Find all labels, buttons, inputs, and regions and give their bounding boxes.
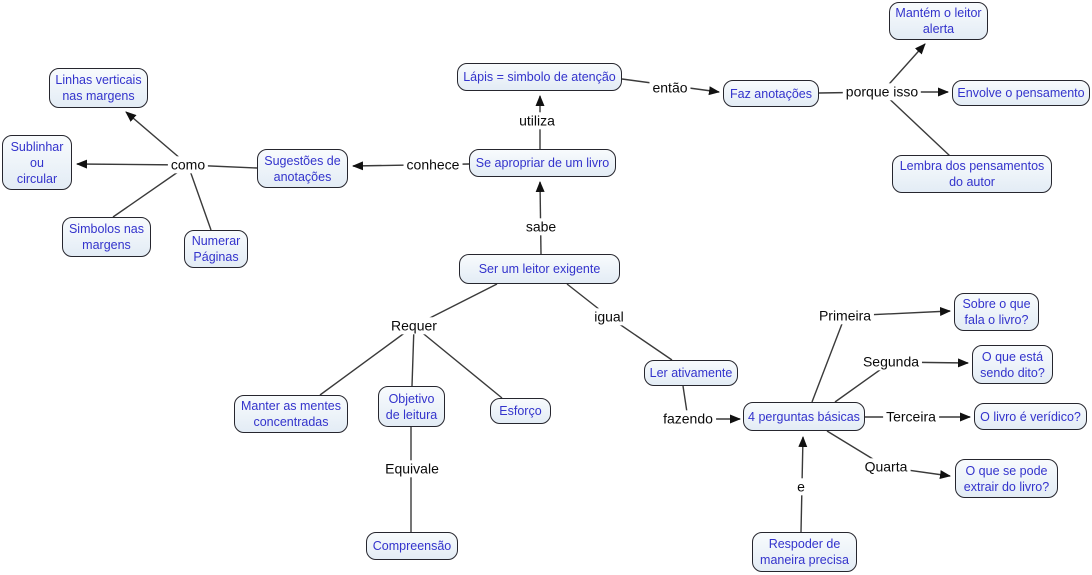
node-numerar-paginas[interactable]: Numerar Páginas	[184, 230, 248, 268]
connector-line-4perguntas-primeira	[811, 315, 846, 403]
connector-line-requer-mantermentes	[319, 325, 415, 396]
node-objetivo-leitura[interactable]: Objetivo de leitura	[378, 386, 445, 427]
edge-label-sabe[interactable]: sabe	[522, 218, 560, 236]
node-lembra-pensamentos[interactable]: Lembra dos pensamentos do autor	[892, 155, 1052, 193]
node-ler-ativamente[interactable]: Ler ativamente	[644, 360, 738, 386]
node-se-apropriar-livro[interactable]: Se apropriar de um livro	[469, 149, 616, 177]
node-faz-anotacoes[interactable]: Faz anotações	[723, 80, 819, 107]
edge-label-terceira[interactable]: Terceira	[883, 408, 939, 426]
connector-line-serleitor-sabe-seapropriar	[535, 181, 545, 255]
edge-label-primeira[interactable]: Primeira	[815, 307, 875, 325]
node-simbolos-margens[interactable]: Simbolos nas margens	[62, 217, 151, 257]
node-sublinhar-circular[interactable]: Sublinhar ou circular	[2, 135, 72, 190]
node-o-que-esta-sendo-dito[interactable]: O que está sendo dito?	[972, 345, 1053, 384]
node-extrair-do-livro[interactable]: O que se pode extrair do livro?	[955, 459, 1058, 498]
edge-label-equivale[interactable]: Equivale	[382, 460, 442, 478]
edge-label-quarta[interactable]: Quarta	[861, 458, 911, 476]
node-sobre-o-que-fala[interactable]: Sobre o que fala o livro?	[954, 293, 1039, 331]
node-quatro-perguntas[interactable]: 4 perguntas básicas	[743, 402, 865, 431]
edge-label-fazendo[interactable]: fazendo	[660, 410, 716, 428]
edge-label-utiliza[interactable]: utiliza	[516, 112, 558, 130]
node-ser-leitor-exigente[interactable]: Ser um leitor exigente	[459, 254, 620, 284]
connector-line-requer-objetivo	[411, 325, 415, 387]
node-lapis-simbolo[interactable]: Lápis = simbolo de atenção	[457, 63, 622, 91]
edge-label-segunda[interactable]: Segunda	[859, 353, 923, 371]
node-livro-veridico[interactable]: O livro é verídico?	[974, 403, 1087, 430]
edge-label-requer[interactable]: Requer	[388, 317, 440, 335]
connector-line-porqueisso-lembra	[881, 91, 951, 157]
connector-line-como-numerar	[187, 164, 212, 231]
connector-line-requer-esforco	[413, 325, 503, 399]
edge-label-porque-isso[interactable]: porque isso	[842, 83, 922, 101]
node-compreensao[interactable]: Compreensão	[366, 532, 458, 560]
edge-label-como[interactable]: como	[167, 156, 209, 174]
edge-label-entao[interactable]: então	[649, 79, 691, 97]
node-mantem-leitor-alerta[interactable]: Mantém o leitor alerta	[889, 2, 988, 40]
node-respoder-precisa[interactable]: Respoder de maneira precisa	[752, 532, 857, 572]
connector-line-como-linhasverticais	[125, 111, 189, 166]
node-esforco[interactable]: Esforço	[490, 398, 551, 424]
node-envolve-pensamento[interactable]: Envolve o pensamento	[952, 80, 1090, 106]
edge-label-igual[interactable]: igual	[591, 308, 627, 326]
node-sugestoes-anotacoes[interactable]: Sugestões de anotações	[257, 149, 348, 188]
node-linhas-verticais[interactable]: Linhas verticais nas margens	[49, 68, 148, 108]
edge-label-e[interactable]: e	[794, 478, 808, 496]
edge-label-conhece[interactable]: conhece	[403, 156, 463, 174]
node-manter-mentes[interactable]: Manter as mentes concentradas	[234, 395, 348, 433]
